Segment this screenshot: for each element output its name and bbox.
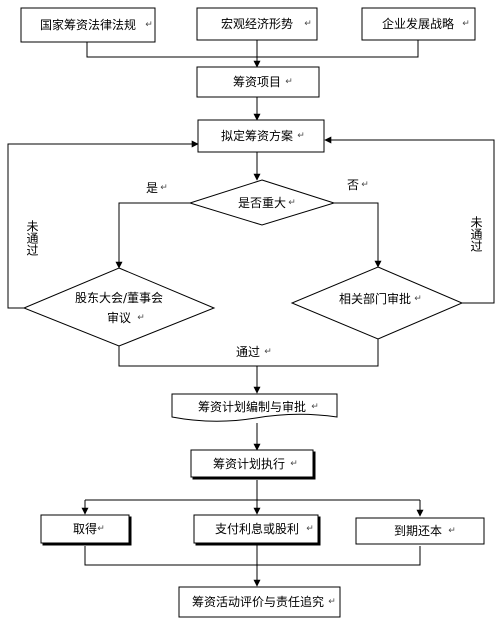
node-obtain-label: 取得 <box>73 521 97 536</box>
paragraph-mark: ↵ <box>328 597 336 607</box>
arrow-right-reject <box>324 136 495 304</box>
connector-passed <box>118 339 379 367</box>
paragraph-mark: ↵ <box>145 20 153 30</box>
paragraph-mark: ↵ <box>288 198 296 208</box>
node-plan: 拟定筹资方案 ↵ <box>197 119 325 153</box>
paragraph-mark: ↵ <box>448 526 456 536</box>
node-board-label-line1: 股东大会/董事会 <box>75 291 163 305</box>
node-obtain: 取得 ↵ <box>40 514 130 544</box>
node-compile: 筹资计划编制与审批 ↵ <box>171 393 338 422</box>
node-macro-label: 宏观经济形势 <box>221 16 293 31</box>
paragraph-mark: ↵ <box>361 180 369 190</box>
connector-strategy <box>257 40 419 58</box>
arrow-no <box>334 202 382 268</box>
connector-merge <box>84 546 421 566</box>
paragraph-mark: ↵ <box>137 313 145 323</box>
paragraph-mark: ↵ <box>306 524 314 534</box>
node-evaluate-label: 筹资活动评价与责任追究 <box>192 594 324 609</box>
node-execute: 筹资计划执行 ↵ <box>190 449 314 478</box>
node-project-label: 筹资项目 <box>233 75 281 89</box>
paragraph-mark: ↵ <box>297 131 305 141</box>
paragraph-mark: ↵ <box>97 524 105 534</box>
node-board-review: 股东大会/董事会 审议 ↵ <box>22 267 216 347</box>
node-evaluate: 筹资活动评价与责任追究 ↵ <box>178 586 341 618</box>
node-execute-label: 筹资计划执行 <box>213 457 285 471</box>
node-plan-label: 拟定筹资方案 <box>221 128 293 143</box>
paragraph-mark: ↵ <box>264 347 272 357</box>
edge-label-not-passed-right: 未通过 <box>469 216 483 252</box>
node-board-label-line2: 审议 <box>107 310 131 325</box>
paragraph-mark: ↵ <box>414 294 422 304</box>
connector-law <box>86 42 257 58</box>
paragraph-mark: ↵ <box>304 19 312 29</box>
arrow-yes <box>115 202 190 269</box>
paragraph-mark: ↵ <box>290 459 298 469</box>
node-project: 筹资项目 ↵ <box>196 66 320 98</box>
node-strategy: 企业发展战略 ↵ <box>361 7 476 41</box>
node-major-label: 是否重大 <box>238 196 286 210</box>
edge-label-yes: 是 <box>146 181 158 195</box>
edge-label-not-passed-left: 未通过 <box>25 220 39 256</box>
node-law: 国家筹资法律法规 ↵ <box>20 7 156 43</box>
node-strategy-label: 企业发展战略 <box>382 16 454 31</box>
node-compile-label: 筹资计划编制与审批 <box>198 399 306 414</box>
connectors <box>7 40 495 587</box>
paragraph-mark: ↵ <box>160 183 168 193</box>
node-major-decision: 是否重大 ↵ <box>188 179 336 226</box>
node-pay-label: 支付利息或股利 <box>215 521 299 536</box>
node-dept-approval: 相关部门审批 ↵ <box>290 266 464 340</box>
arrow-left-reject <box>7 140 199 309</box>
node-law-label: 国家筹资法律法规 <box>40 17 136 32</box>
edge-label-passed: 通过 <box>236 345 260 359</box>
paragraph-mark: ↵ <box>311 402 319 412</box>
node-repay-label: 到期还本 <box>394 524 442 538</box>
node-dept-label: 相关部门审批 <box>339 291 411 306</box>
node-macro: 宏观经济形势 ↵ <box>196 7 318 41</box>
paragraph-mark: ↵ <box>462 19 470 29</box>
paragraph-mark: ↵ <box>285 77 293 87</box>
edge-label-no: 否 <box>347 178 359 192</box>
node-repay: 到期还本 ↵ <box>355 517 485 545</box>
node-pay: 支付利息或股利 ↵ <box>193 514 319 544</box>
